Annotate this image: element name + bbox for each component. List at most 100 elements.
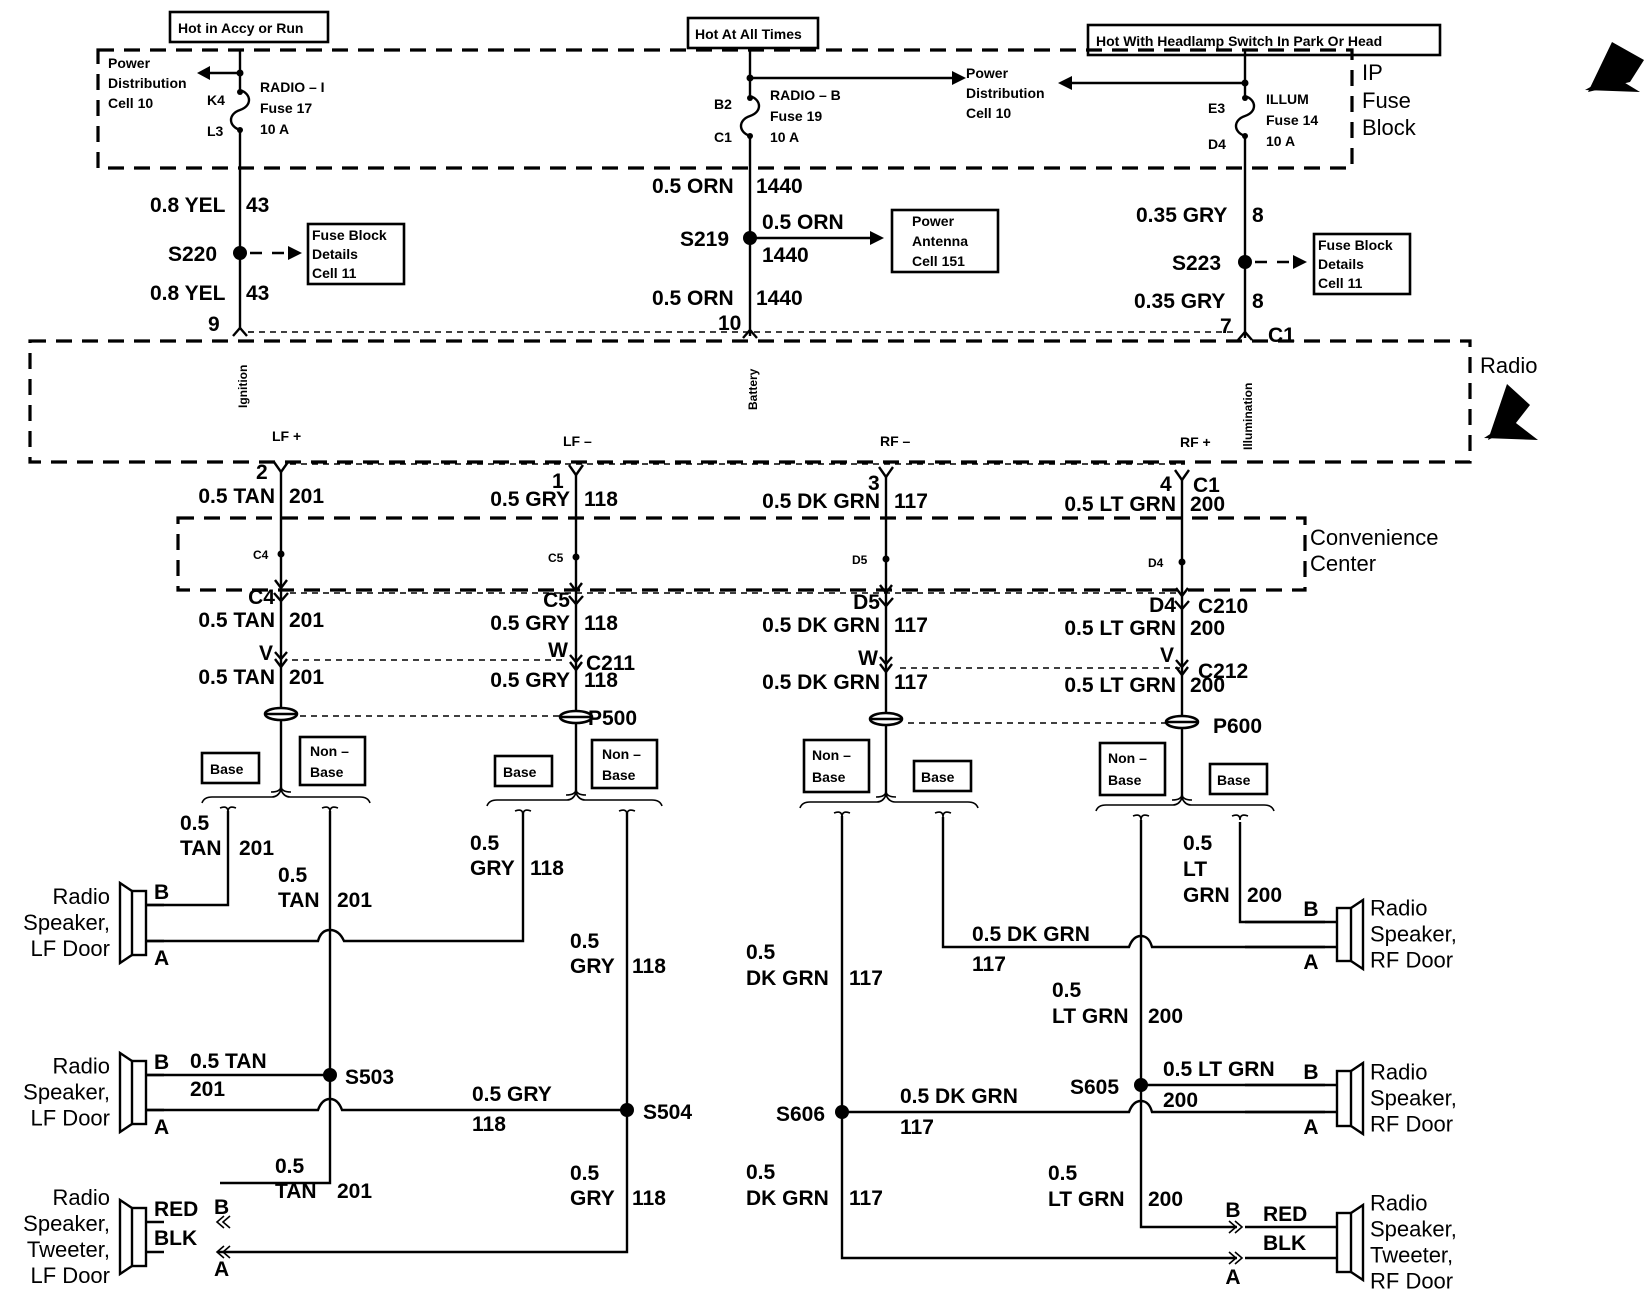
wire-circuit: 117	[894, 614, 928, 637]
connector-icon	[215, 1215, 231, 1229]
splice-s223	[1238, 255, 1252, 269]
option-brace	[799, 792, 979, 809]
connector-label: C1	[1268, 324, 1295, 347]
speaker-label: Radio	[1370, 1060, 1427, 1085]
fuse-number: Fuse 17	[260, 100, 312, 116]
terminal-label: Illumination	[1241, 383, 1255, 450]
speaker-icon	[130, 889, 148, 957]
speaker-label: Tweeter,	[1370, 1243, 1453, 1268]
fuse-block-details-ref-right[interactable]: Fuse Block Details Cell 11	[1312, 232, 1412, 296]
esd-sensitive-icon	[1585, 42, 1644, 92]
wire-gauge: TAN	[275, 1180, 317, 1203]
fuse-block-details-ref-left[interactable]: Fuse Block Details Cell 11	[306, 222, 406, 286]
wire-gauge: 0.5 LT GRN	[1064, 617, 1176, 640]
wire-circuit: 201	[289, 485, 324, 508]
wire-gauge: 0.5	[1048, 1162, 1078, 1185]
wire-lf-base-tan	[140, 811, 230, 907]
speaker-label: Radio	[53, 1054, 110, 1079]
ref-text: Cell 10	[108, 95, 153, 111]
connector-label: C210	[1198, 595, 1248, 618]
power-antenna-ref[interactable]: Power Antenna Cell 151	[890, 208, 1000, 274]
connector-icon	[1228, 1220, 1244, 1234]
pin-label: V	[1160, 644, 1174, 667]
wire-gauge: TAN	[278, 889, 320, 912]
pin-label: A	[154, 1116, 169, 1139]
power-distribution-ref-left[interactable]: Power Distribution Cell 10	[108, 55, 187, 111]
wire-gauge: 0.5 GRY	[490, 612, 570, 635]
wire-circuit: 1440	[756, 175, 803, 198]
ref-text: Fuse Block	[1318, 237, 1393, 253]
convenience-center-label: Center	[1310, 551, 1376, 576]
wire-s504-gry	[140, 1097, 627, 1112]
pin-label: B	[154, 881, 169, 904]
pin-number: 2	[256, 461, 268, 484]
wire-circuit: 117	[894, 490, 928, 513]
ref-text: Power	[912, 213, 955, 229]
pin-label: D5	[853, 591, 880, 614]
option-nonbase-rf-minus: Non – Base	[802, 738, 871, 794]
splice-label: S504	[643, 1101, 692, 1124]
wire-gauge: 0.35 GRY	[1134, 290, 1225, 313]
option-label: Base	[1217, 772, 1251, 788]
pin-label: A	[1225, 1266, 1240, 1289]
wire-gauge: 0.5	[570, 930, 600, 953]
power-source-label: Hot in Accy or Run	[178, 20, 304, 36]
ref-text: Power	[966, 65, 1009, 81]
pin-label: W	[858, 647, 878, 670]
radio-label: Radio	[1480, 353, 1537, 378]
wire-circuit: 201	[239, 837, 274, 860]
splice-s503	[323, 1068, 337, 1082]
fuse-name: RADIO – I	[260, 79, 325, 95]
power-source-label: Hot At All Times	[695, 26, 802, 42]
option-nonbase-lf-minus: Non – Base	[590, 738, 659, 790]
cc-pin-label: D5	[852, 553, 868, 567]
wire-gauge: DK GRN	[746, 1187, 829, 1210]
speaker-label: RF Door	[1370, 948, 1453, 973]
ip-fuse-block-label: IP	[1362, 60, 1383, 85]
pin-label: A	[1303, 1116, 1318, 1139]
pin-label: C4	[248, 586, 275, 609]
ref-text: Power	[108, 55, 151, 71]
wire-circuit: 200	[1247, 884, 1282, 907]
option-label: Base	[1108, 772, 1142, 788]
wire-gauge: GRY	[570, 1187, 615, 1210]
wire-gauge: 0.5 DK GRN	[762, 490, 880, 513]
connector-hook	[1231, 814, 1249, 821]
wire-gauge: 0.5 LT GRN	[1064, 674, 1176, 697]
power-distribution-ref-mid[interactable]: Power Distribution Cell 10	[966, 65, 1045, 121]
pin-number: 1	[552, 470, 564, 493]
wire-circuit: 8	[1252, 290, 1264, 313]
wire-gauge: 0.5	[570, 1162, 600, 1185]
option-base-rf-plus: Base	[1208, 762, 1269, 796]
ref-text: Cell 151	[912, 253, 965, 269]
arrow-icon	[197, 66, 210, 80]
wire-gauge: 0.5 LT GRN	[1064, 493, 1176, 516]
ref-text: Details	[312, 246, 358, 262]
speaker-icon	[130, 1206, 148, 1268]
power-source-accy-run: Hot in Accy or Run	[168, 10, 330, 44]
wire-gauge: 0.5	[275, 1155, 305, 1178]
wire-circuit: 117	[900, 1116, 934, 1139]
wire-circuit: 117	[972, 953, 1006, 976]
wire-circuit: 200	[1163, 1089, 1198, 1112]
arrow-icon	[952, 71, 966, 85]
fuse-14-symbol	[1234, 50, 1256, 168]
wire-circuit: 201	[289, 609, 324, 632]
wire-gauge: 0.5	[746, 941, 776, 964]
speaker-label: Speaker,	[23, 1080, 110, 1105]
wire-gauge: 0.5	[180, 812, 210, 835]
fuse-pin-in: B2	[714, 96, 732, 112]
pin-number: 3	[868, 472, 880, 495]
speaker-label: Radio	[53, 884, 110, 909]
wire-circuit: 1440	[762, 244, 809, 267]
pin-label: V	[259, 642, 273, 665]
output-label: RF +	[1180, 434, 1211, 450]
wire-gauge: TAN	[180, 837, 222, 860]
wire-gauge: GRY	[570, 955, 615, 978]
wire-lf-nonbase-gry	[218, 813, 629, 1254]
option-label: Base	[503, 764, 537, 780]
ref-text: Distribution	[966, 85, 1045, 101]
wire-rf-nonbase-dkgrn	[840, 816, 1237, 1260]
